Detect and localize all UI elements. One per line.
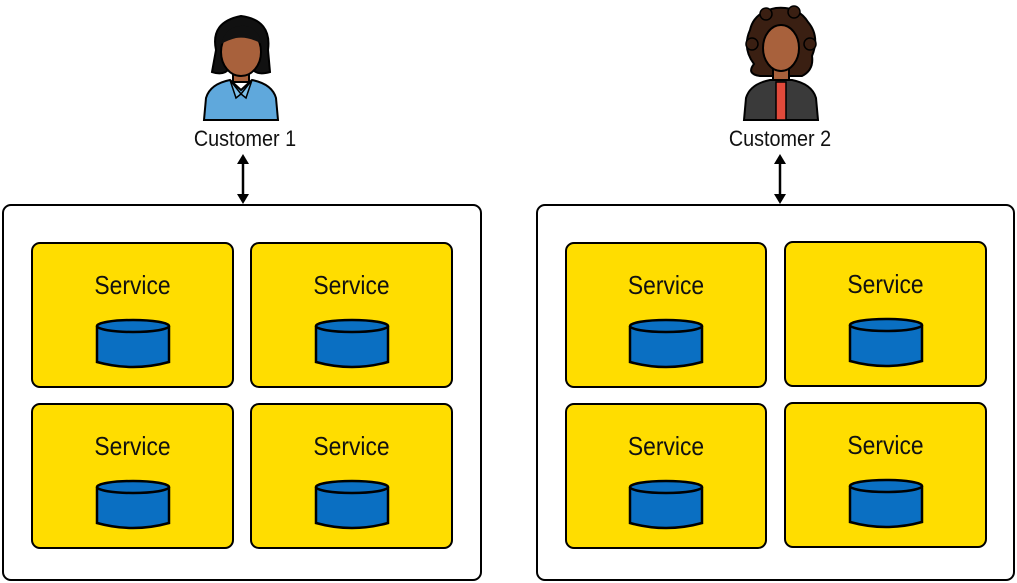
database-icon <box>314 318 389 369</box>
database-icon <box>848 317 923 368</box>
customer-1-avatar-icon <box>202 14 280 121</box>
service-label: Service <box>847 269 924 299</box>
tenant-2-service-3: Service <box>565 403 767 549</box>
customer-2-connection-arrow <box>774 154 786 204</box>
tenant-1-service-2: Service <box>250 242 453 388</box>
tenant-1-service-3: Service <box>31 403 234 549</box>
customer-1-label: Customer 1 <box>193 126 297 151</box>
database-icon <box>95 318 170 369</box>
tenant-1-service-1: Service <box>31 242 234 388</box>
database-icon <box>628 479 704 530</box>
tenant-2-service-2: Service <box>784 241 987 387</box>
service-label: Service <box>627 270 705 300</box>
database-icon <box>95 479 170 530</box>
database-icon <box>314 479 389 530</box>
service-label: Service <box>313 431 390 461</box>
service-label: Service <box>94 270 171 300</box>
customer-2-avatar-icon <box>742 5 820 121</box>
customer-2-label: Customer 2 <box>728 126 832 151</box>
service-label: Service <box>313 270 390 300</box>
database-icon <box>848 478 923 529</box>
service-label: Service <box>847 430 924 460</box>
tenant-2-service-4: Service <box>784 402 987 548</box>
tenant-2-service-1: Service <box>565 242 767 388</box>
customer-1-connection-arrow <box>237 154 249 204</box>
database-icon <box>628 318 704 369</box>
service-label: Service <box>627 431 705 461</box>
service-label: Service <box>94 431 171 461</box>
tenant-1-service-4: Service <box>250 403 453 549</box>
